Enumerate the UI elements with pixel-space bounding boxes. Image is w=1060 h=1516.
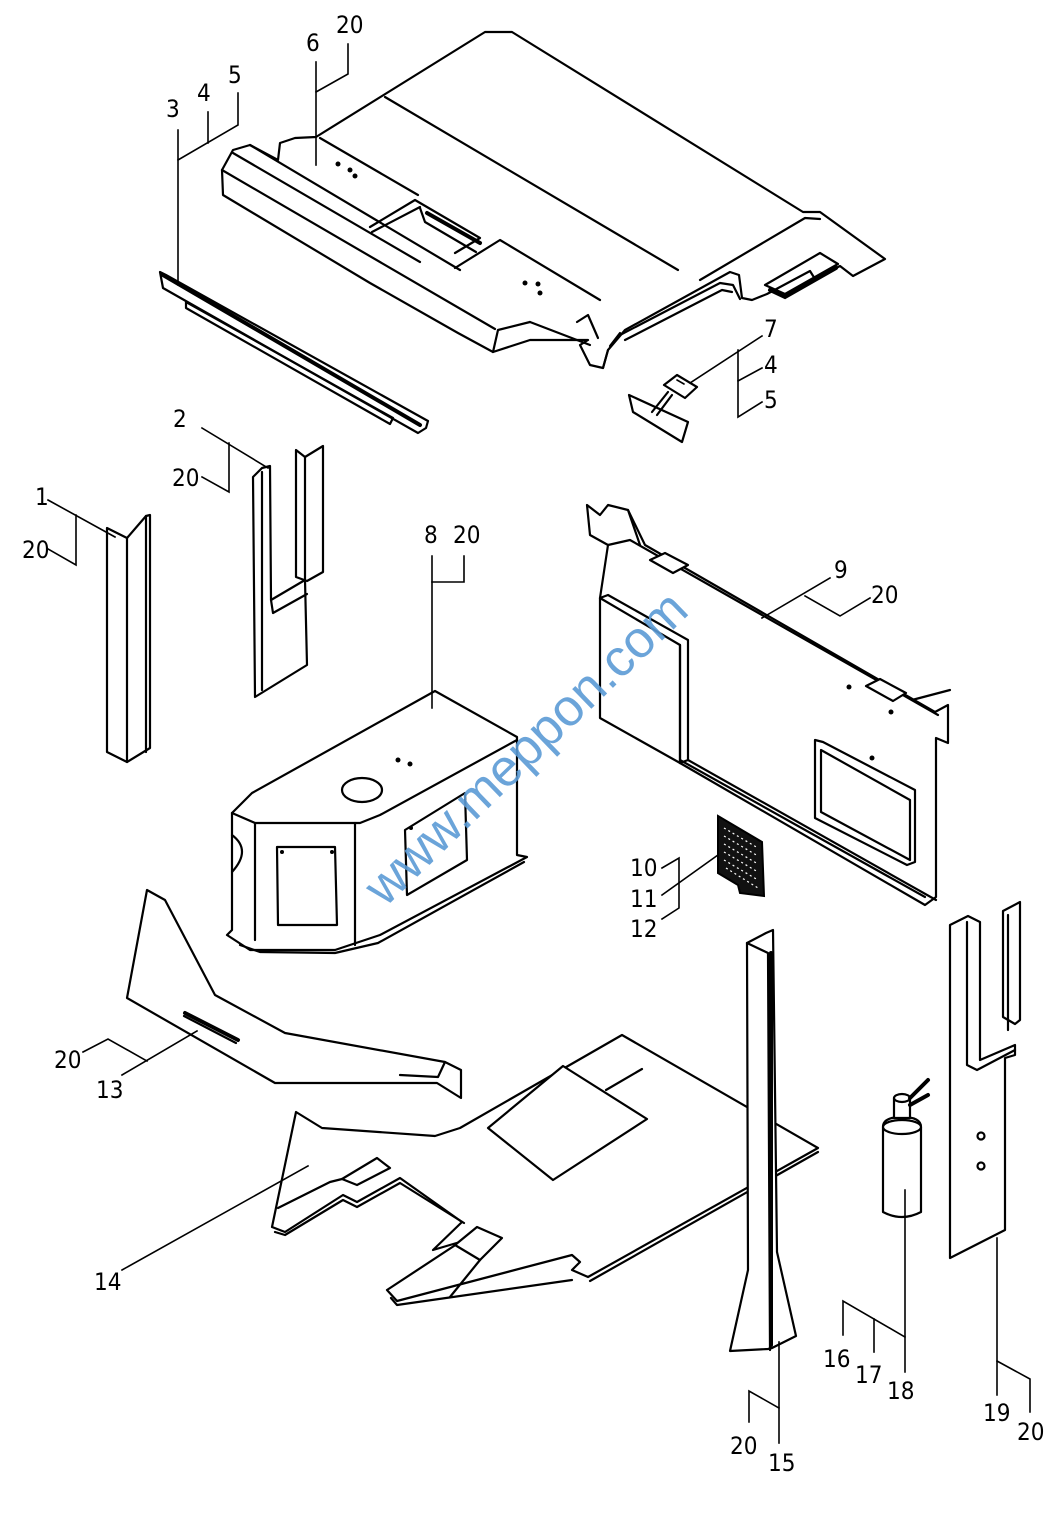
rear-wall-panel <box>585 503 952 907</box>
callout-label: 20 <box>22 536 49 564</box>
callout-label: 17 <box>855 1361 882 1389</box>
callout-label: 9 <box>834 556 848 584</box>
callout-label: 7 <box>764 315 778 343</box>
callout-label: 20 <box>172 464 199 492</box>
roof-headliner <box>220 30 887 370</box>
front-pillar-panel <box>251 444 325 699</box>
console-cover <box>225 689 529 955</box>
callout-label: 15 <box>768 1449 795 1477</box>
callout-label: 5 <box>764 386 778 414</box>
callout-label: 20 <box>730 1432 757 1460</box>
callout-label: 20 <box>336 11 363 39</box>
lower-trim-strip <box>158 270 430 435</box>
callout-label: 13 <box>96 1076 123 1104</box>
rear-pillar-trim <box>728 928 798 1353</box>
callout-label: 20 <box>1017 1418 1044 1446</box>
fire-extinguisher <box>881 1078 930 1219</box>
callout-label: 2 <box>173 405 187 433</box>
leader-lines <box>46 43 1031 1444</box>
corner-post-left <box>105 513 152 764</box>
callout-label: 4 <box>764 351 778 379</box>
callout-label: 14 <box>94 1268 121 1296</box>
callout-labels: 3 4 5 6 20 7 4 5 2 20 1 20 8 20 9 20 10 … <box>22 11 1044 1477</box>
interior-mirror <box>627 373 699 444</box>
callout-label: 5 <box>228 61 242 89</box>
callout-label: 6 <box>306 29 320 57</box>
callout-label: 11 <box>630 885 657 913</box>
callout-label: 20 <box>871 581 898 609</box>
side-trim-panel <box>125 888 463 1100</box>
callout-label: 16 <box>823 1345 850 1373</box>
callout-label: 12 <box>630 915 657 943</box>
callout-label: 8 <box>424 521 438 549</box>
callout-label: 18 <box>887 1377 914 1405</box>
floor-mat <box>270 1033 820 1307</box>
callout-label: 1 <box>35 483 49 511</box>
callout-label: 19 <box>983 1399 1010 1427</box>
rear-corner-panel <box>948 900 1022 1260</box>
callout-label: 20 <box>54 1046 81 1074</box>
callout-label: 20 <box>453 521 480 549</box>
vent-grille <box>717 814 766 898</box>
callout-label: 4 <box>197 79 211 107</box>
callout-label: 10 <box>630 854 657 882</box>
callout-label: 3 <box>166 95 180 123</box>
